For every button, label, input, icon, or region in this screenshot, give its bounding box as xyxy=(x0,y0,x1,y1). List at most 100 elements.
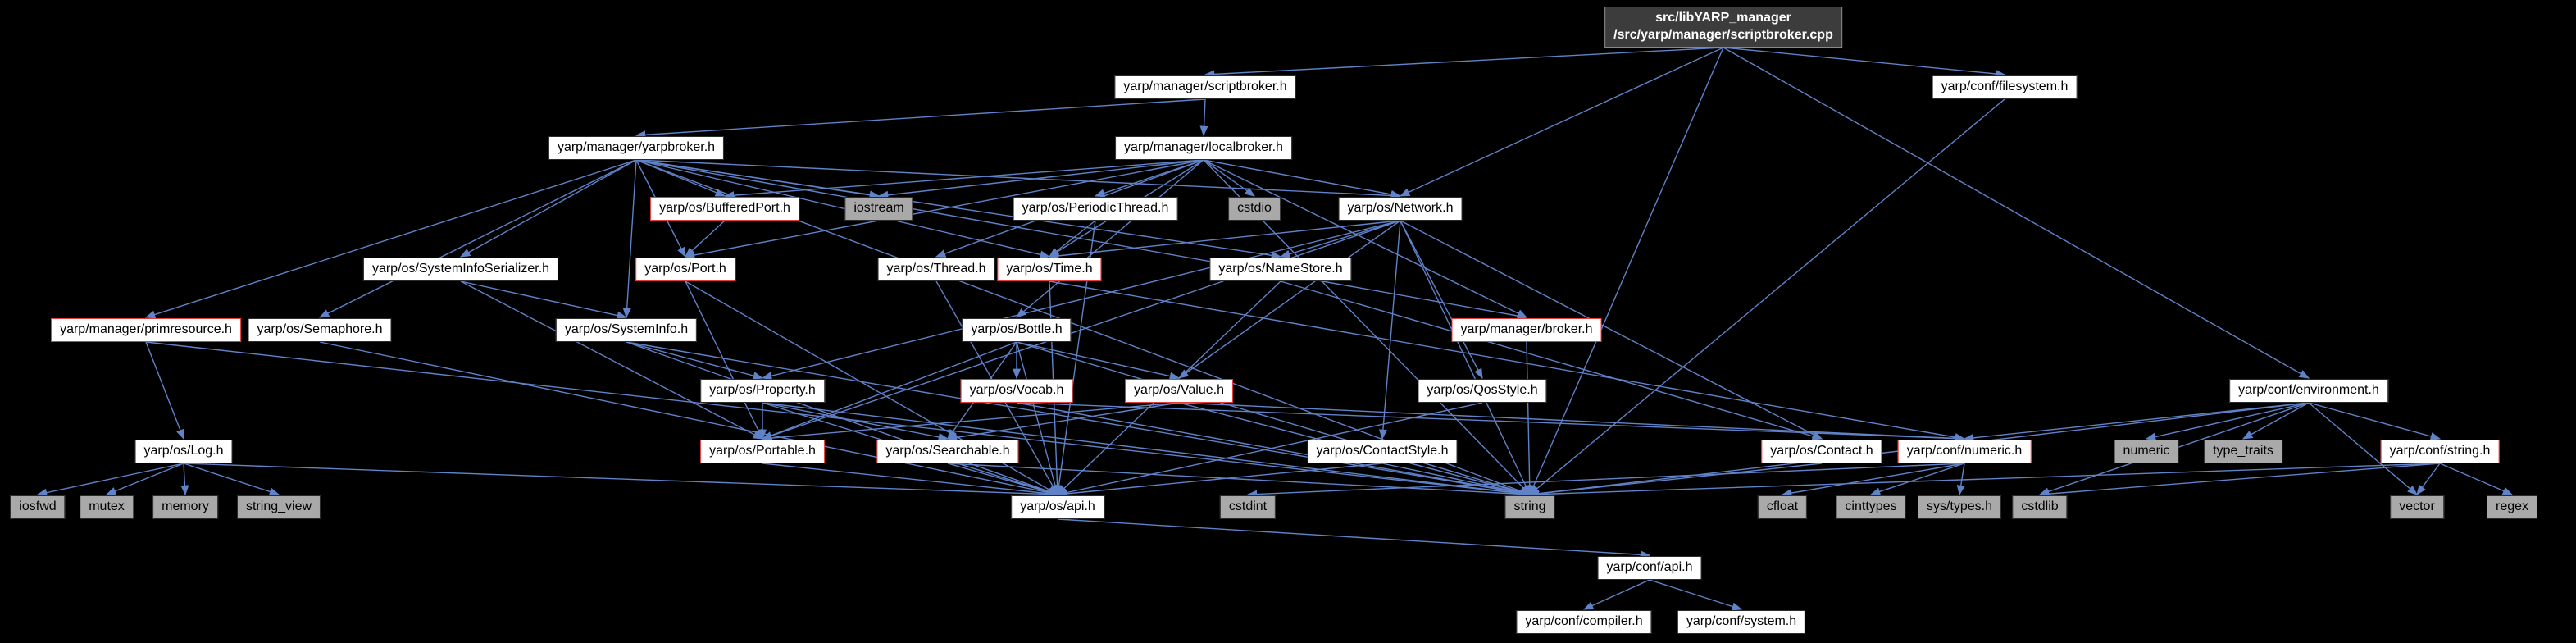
include-edge-bottle_h-to-os_api_h xyxy=(1016,341,1059,496)
include-edge-yarpbroker_h-to-primresource_h xyxy=(144,159,637,319)
include-edge-vocab_h-to-conf_numeric_h xyxy=(1016,402,1966,443)
include-edge-value_h-to-portable_h xyxy=(761,402,1180,443)
include-edge-network_h-to-qosstyle_h xyxy=(1400,220,1483,380)
include-edge-yarpbroker_h-to-sysinfoser_h xyxy=(459,159,637,258)
include-edge-searchable_h-to-string xyxy=(947,463,1531,499)
graph-node-namestore_h[interactable]: yarp/os/NameStore.h xyxy=(1209,258,1352,281)
graph-node-bufferedport_h[interactable]: yarp/os/BufferedPort.h xyxy=(650,197,799,221)
include-edge-conf_string_h-to-cstdlib xyxy=(2038,463,2441,499)
include-edge-systeminfo_h-to-property_h xyxy=(626,341,764,380)
graph-node-log_h[interactable]: yarp/os/Log.h xyxy=(134,440,233,463)
include-edge-conf_string_h-to-string xyxy=(1528,463,2441,499)
graph-node-broker_h[interactable]: yarp/manager/broker.h xyxy=(1451,318,1602,342)
graph-node-contact_h[interactable]: yarp/os/Contact.h xyxy=(1761,440,1882,463)
graph-node-semaphore_h[interactable]: yarp/os/Semaphore.h xyxy=(248,318,392,342)
include-edge-port_h-to-portable_h xyxy=(685,280,763,440)
graph-node-bottle_h[interactable]: yarp/os/Bottle.h xyxy=(962,318,1072,342)
include-edge-bufferedport_h-to-port_h xyxy=(685,220,726,258)
graph-node-conf_string_h[interactable]: yarp/conf/string.h xyxy=(2380,440,2500,463)
graph-node-primresource_h[interactable]: yarp/manager/primresource.h xyxy=(51,318,241,342)
graph-node-cstdio: cstdio xyxy=(1228,197,1281,221)
include-edge-localbroker_h-to-bufferedport_h xyxy=(723,159,1204,200)
include-edge-conf_api_h-to-compiler_h xyxy=(1582,579,1650,610)
graph-node-iostream: iostream xyxy=(844,197,913,221)
graph-node-scriptbroker_h[interactable]: yarp/manager/scriptbroker.h xyxy=(1114,75,1296,99)
graph-node-sysinfoser_h[interactable]: yarp/os/SystemInfoSerializer.h xyxy=(362,258,559,281)
graph-node-portable_h[interactable]: yarp/os/Portable.h xyxy=(700,440,825,463)
graph-node-type_traits: type_traits xyxy=(2204,440,2282,463)
include-edge-qosstyle_h-to-os_api_h xyxy=(1056,402,1483,497)
include-edge-sysinfoser_h-to-portable_h xyxy=(460,280,764,440)
graph-node-vector: vector xyxy=(2390,495,2444,519)
include-edge-conf_numeric_h-to-cstdint xyxy=(1246,463,1965,499)
graph-node-environment_h[interactable]: yarp/conf/environment.h xyxy=(2229,379,2388,403)
graph-node-periodicthread_h[interactable]: yarp/os/PeriodicThread.h xyxy=(1013,197,1178,221)
include-edge-conf_numeric_h-to-cinttypes xyxy=(1869,463,1965,496)
include-edge-log_h-to-memory xyxy=(180,463,189,496)
include-edge-log_h-to-os_api_h xyxy=(183,463,1059,499)
graph-node-system_h[interactable]: yarp/conf/system.h xyxy=(1677,610,1806,634)
include-edge-os_api_h-to-conf_api_h xyxy=(1057,518,1651,559)
graph-node-value_h[interactable]: yarp/os/Value.h xyxy=(1125,379,1233,403)
graph-node-network_h[interactable]: yarp/os/Network.h xyxy=(1338,197,1463,221)
graph-node-iosfwd: iosfwd xyxy=(10,495,66,519)
graph-node-cinttypes: cinttypes xyxy=(1836,495,1906,519)
include-edge-semaphore_h-to-os_api_h xyxy=(319,341,1059,497)
graph-node-searchable_h[interactable]: yarp/os/Searchable.h xyxy=(876,440,1019,463)
graph-node-systeminfo_h[interactable]: yarp/os/SystemInfo.h xyxy=(555,318,698,342)
graph-node-contactstyle_h[interactable]: yarp/os/ContactStyle.h xyxy=(1307,440,1458,463)
include-edge-searchable_h-to-os_api_h xyxy=(947,463,1059,496)
include-edge-property_h-to-string xyxy=(762,402,1531,498)
graph-node-cfloat: cfloat xyxy=(1757,495,1808,519)
include-edge-yarpbroker_h-to-systeminfo_h xyxy=(622,159,637,319)
graph-node-conf_numeric_h[interactable]: yarp/conf/numeric.h xyxy=(1897,440,2032,463)
graph-node-thread_h[interactable]: yarp/os/Thread.h xyxy=(877,258,995,281)
include-edge-scriptbroker_h-to-yarpbroker_h xyxy=(635,98,1206,139)
include-edge-localbroker_h-to-broker_h xyxy=(1203,159,1528,318)
include-edge-localbroker_h-to-network_h xyxy=(1203,159,1402,198)
graph-node-property_h[interactable]: yarp/os/Property.h xyxy=(700,379,825,403)
include-edge-sysinfoser_h-to-systeminfo_h xyxy=(460,280,628,320)
include-edge-localbroker_h-to-bottle_h xyxy=(1016,159,1204,318)
include-edge-main-to-string xyxy=(1529,47,1724,496)
graph-node-os_api_h[interactable]: yarp/os/api.h xyxy=(1011,495,1104,519)
include-edge-periodicthread_h-to-time_h xyxy=(1049,220,1096,258)
include-edge-environment_h-to-numeric xyxy=(2145,402,2310,441)
graph-node-cstdlib: cstdlib xyxy=(2012,495,2068,519)
include-edge-primresource_h-to-string xyxy=(145,341,1531,498)
graph-node-time_h[interactable]: yarp/os/Time.h xyxy=(997,258,1102,281)
include-edge-environment_h-to-vector xyxy=(2308,402,2418,495)
include-edge-yarpbroker_h-to-broker_h xyxy=(635,159,1528,320)
include-edge-environment_h-to-type_traits xyxy=(2241,402,2310,440)
graph-node-conf_api_h[interactable]: yarp/conf/api.h xyxy=(1597,556,1702,580)
graph-node-mutex: mutex xyxy=(80,495,134,519)
include-edge-yarpbroker_h-to-semaphore_h xyxy=(318,159,637,318)
graph-node-vocab_h[interactable]: yarp/os/Vocab.h xyxy=(960,379,1073,403)
graph-node-regex: regex xyxy=(2486,495,2538,519)
include-edge-conf_api_h-to-system_h xyxy=(1649,579,1743,611)
include-edge-bottle_h-to-value_h xyxy=(1016,341,1181,381)
graph-node-numeric: numeric xyxy=(2114,440,2179,463)
include-edge-network_h-to-namestore_h xyxy=(1279,220,1401,258)
include-edge-namestore_h-to-contact_h xyxy=(1280,280,1823,440)
include-edge-network_h-to-portable_h xyxy=(761,220,1401,440)
graph-node-qosstyle_h[interactable]: yarp/os/QosStyle.h xyxy=(1418,379,1547,403)
include-edge-time_h-to-conf_numeric_h xyxy=(1049,280,1966,442)
graph-node-port_h[interactable]: yarp/os/Port.h xyxy=(635,258,735,281)
graph-node-compiler_h[interactable]: yarp/conf/compiler.h xyxy=(1516,610,1652,634)
include-edge-yarpbroker_h-to-namestore_h xyxy=(635,159,1282,260)
include-edge-network_h-to-string xyxy=(1400,220,1531,496)
include-edge-portable_h-to-os_api_h xyxy=(762,463,1059,498)
include-edge-environment_h-to-conf_string_h xyxy=(2308,402,2442,440)
graph-node-yarpbroker_h[interactable]: yarp/manager/yarpbroker.h xyxy=(548,136,725,160)
include-edge-yarpbroker_h-to-bufferedport_h xyxy=(635,159,726,197)
include-edge-network_h-to-property_h xyxy=(761,220,1401,381)
include-edge-conf_string_h-to-vector xyxy=(2416,463,2441,496)
include-edge-contactstyle_h-to-os_api_h xyxy=(1056,463,1383,498)
include-edge-scriptbroker_h-to-localbroker_h xyxy=(1199,98,1208,137)
graph-node-localbroker_h[interactable]: yarp/manager/localbroker.h xyxy=(1115,136,1292,160)
include-edge-value_h-to-conf_numeric_h xyxy=(1178,402,1966,443)
graph-node-filesystem_h[interactable]: yarp/conf/filesystem.h xyxy=(1932,75,2078,99)
include-edge-conf_numeric_h-to-sys_types_h xyxy=(1956,463,1965,496)
